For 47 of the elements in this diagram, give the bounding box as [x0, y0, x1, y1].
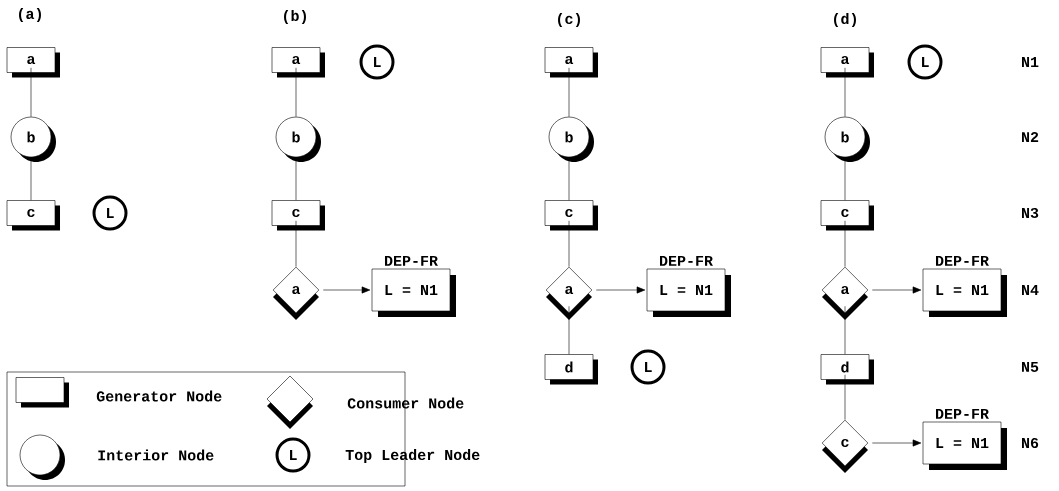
connector-line	[844, 306, 846, 355]
node-label: DEP-FR	[659, 255, 713, 266]
legend-text: Consumer Node	[347, 397, 464, 409]
generator-box: a	[6, 47, 60, 78]
connector-line	[568, 220, 570, 267]
dependency-box: DEP-FR L = N1	[646, 255, 731, 317]
panel-label: (d)	[834, 13, 856, 27]
dependency-box: DEP-FR L = N1	[922, 408, 1007, 470]
level-label: N3	[1022, 207, 1039, 219]
connector-line	[30, 67, 32, 117]
legend-text: Top Leader Node	[345, 449, 480, 463]
generator-box: c	[820, 200, 874, 231]
generator-box: a	[544, 47, 598, 78]
generator-box: c	[271, 200, 325, 231]
legend-text: Generator Node	[96, 390, 222, 402]
dependency-box: DEP-FR L = N1	[371, 255, 456, 317]
level-label: N4	[1022, 285, 1039, 295]
connector-line	[844, 67, 846, 117]
panel-label: (a)	[19, 8, 41, 22]
level-label: N6	[1022, 437, 1039, 449]
legend-text: Interior Node	[98, 449, 214, 461]
arrow	[872, 286, 922, 294]
arrow	[872, 439, 922, 447]
panel-label: (c)	[558, 13, 580, 27]
generator-box: d	[820, 354, 874, 385]
connector-line	[295, 220, 297, 267]
connector-line	[844, 220, 846, 267]
level-label: N1	[1022, 57, 1039, 67]
connector-line	[295, 67, 297, 117]
connector-line	[844, 374, 846, 420]
generator-box: c	[6, 200, 60, 231]
node-label: DEP-FR	[935, 408, 989, 419]
generator-box: a	[271, 47, 325, 78]
generator-box: c	[544, 200, 598, 231]
arrow	[323, 286, 371, 294]
node-label: DEP-FR	[384, 255, 438, 266]
panel-label: (b)	[284, 10, 306, 24]
generator-box: d	[544, 354, 598, 385]
generator-box: a	[820, 47, 874, 78]
connector-line	[568, 306, 570, 355]
level-label: N2	[1022, 132, 1039, 142]
level-label: N5	[1022, 362, 1039, 372]
leader-letter: L	[290, 450, 297, 460]
arrow	[596, 286, 646, 294]
dependency-box: DEP-FR L = N1	[922, 255, 1007, 317]
node-label: DEP-FR	[935, 255, 989, 266]
connector-line	[568, 67, 570, 117]
